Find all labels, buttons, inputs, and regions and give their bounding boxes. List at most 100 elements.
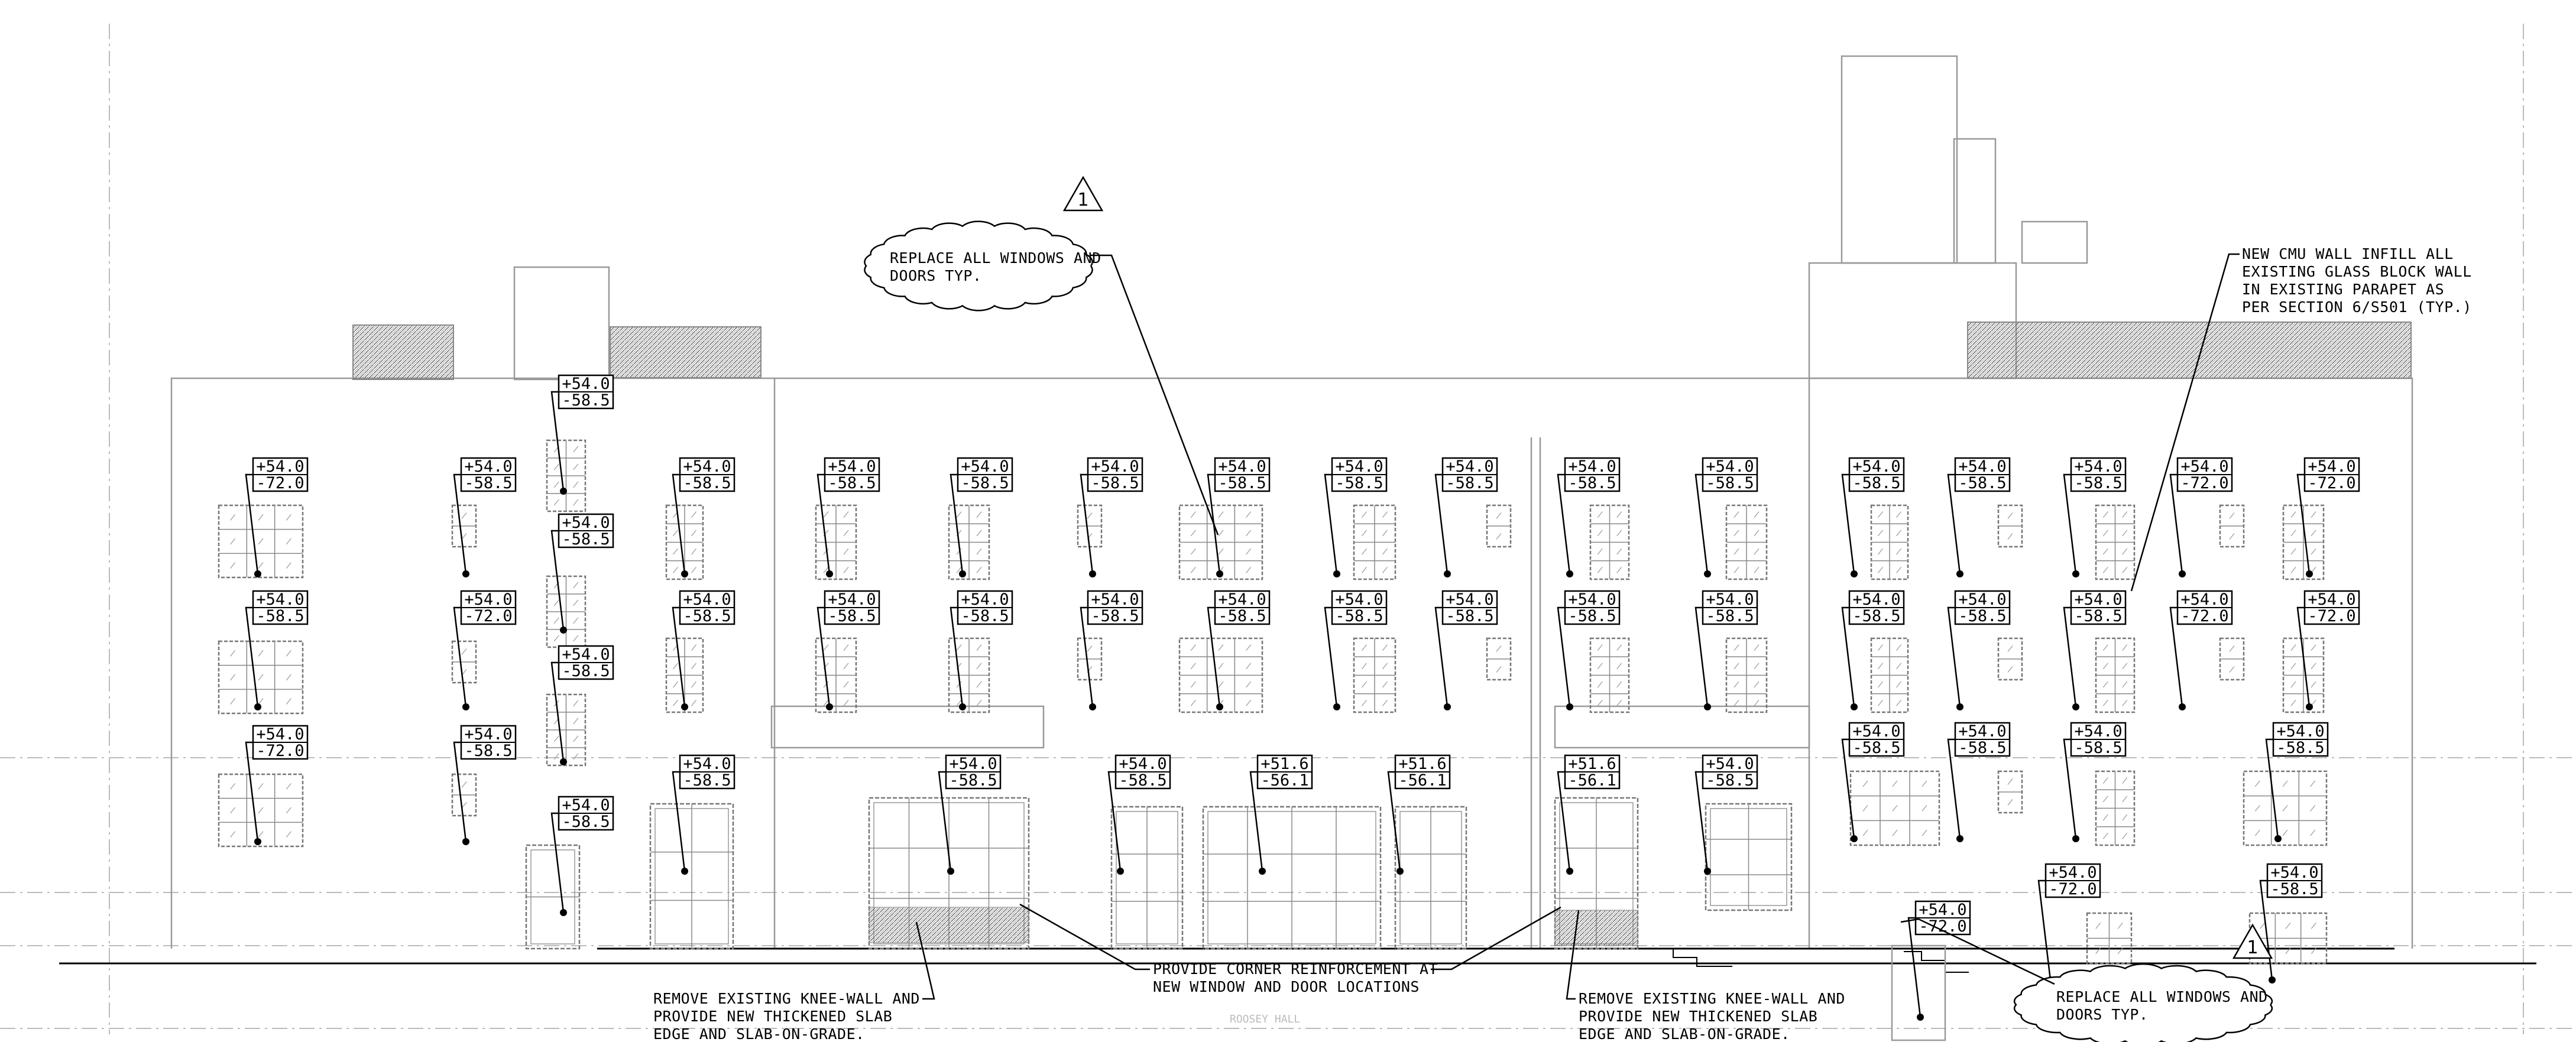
glass-mark [553,735,559,742]
knee-wall [869,907,1029,943]
leader-dot [1333,703,1340,710]
glass-mark [2122,833,2128,839]
glass-mark [1190,700,1196,706]
glass-mark [823,700,829,706]
glass-mark [2229,666,2235,673]
window [1178,637,1263,713]
pressure-tag: +54.0-72.0 [2044,863,2101,898]
tag-positive-value: +54.0 [1119,755,1167,773]
glass-mark [1862,829,1868,836]
tag-positive-value: +54.0 [256,590,304,609]
tag-leader [2063,738,2077,839]
tag-positive-value: +54.0 [562,645,610,664]
glass-mark [1754,663,1760,670]
tag-negative-value: -58.5 [1568,474,1616,492]
glass-mark [2260,922,2266,929]
glass-mark [286,650,291,657]
glass-mark [2290,663,2296,670]
glass-block-band [352,324,454,380]
glass-mark [2254,805,2260,811]
pressure-tag: +54.0-58.5 [2266,863,2323,898]
tag-positive-value: +54.0 [1446,590,1493,609]
glass-mark [2310,829,2316,836]
tag-positive-value: +54.0 [683,457,731,476]
glass-mark [553,635,559,642]
glass-mark [258,674,264,681]
glass-mark [691,530,696,537]
tag-leader [2296,606,2311,707]
tag-negative-value: -58.5 [2074,474,2122,492]
tag-negative-value: -58.5 [1218,474,1266,492]
tag-leader [1434,473,1449,574]
tag-leader [550,530,565,631]
tag-leader [550,391,565,492]
note-replace-windows-top: DOORS TYP. [890,267,982,284]
tag-negative-value: -72.0 [2049,880,2097,898]
storefront [1202,806,1382,950]
tag-leader [950,473,964,574]
glass-mark [258,698,264,705]
pressure-tag: +54.0-72.0 [2303,457,2360,492]
window [1870,504,1909,580]
tag-leader [2037,879,2052,981]
glass-mark [2290,681,2296,688]
leader-dot [1851,703,1858,710]
pressure-tag: +54.0-72.0 [2176,457,2233,492]
tag-negative-value: -58.5 [256,607,304,625]
pressure-tag: +54.0-58.5 [1564,590,1621,625]
tag-negative-value: -58.5 [1958,739,2006,757]
tag-leader [1324,606,1338,707]
tag-negative-value: -58.5 [961,474,1009,492]
glass-mark [1878,700,1883,706]
tag-positive-value: +54.0 [464,590,512,609]
glass-mark [843,530,849,537]
glass-mark [230,674,236,681]
tag-positive-value: +54.0 [828,457,876,476]
tag-negative-value: -58.5 [949,771,997,790]
glass-mark [1218,681,1224,688]
note-cmu-infill: IN EXISTING PARAPET AS [2242,281,2444,298]
tag-leader [1694,771,1709,872]
glass-mark [573,463,579,470]
glass-mark [1190,567,1196,573]
glass-mark [1878,644,1883,651]
tag-leader [1557,606,1571,707]
glass-mark [230,514,236,521]
note-cmu-infill: EXISTING GLASS BLOCK WALL [2242,263,2472,280]
tag-leader [672,771,686,872]
tag-positive-value: +54.0 [464,725,512,744]
window [1353,504,1396,580]
glass-mark [823,511,829,518]
window [2243,770,2328,846]
glass-mark [2102,567,2108,573]
glass-block-band [610,326,762,378]
leader-dot [254,570,261,577]
glass-mark [461,781,467,788]
pressure-tag: +54.0-58.5 [2070,457,2127,492]
tag-negative-value: -58.5 [1335,607,1383,625]
pressure-tag: +54.0-72.0 [252,457,309,492]
tag-negative-value: -58.5 [1218,607,1266,625]
glass-mark [286,807,291,814]
tag-positive-value: +54.0 [1958,590,2006,609]
glass-mark [1878,681,1883,688]
glass-mark [1733,644,1739,651]
glass-mark [976,511,982,518]
pressure-tag: +54.0-58.5 [1441,590,1498,625]
leader-dot [947,868,954,875]
tag-leader [2169,473,2183,574]
glass-mark [573,599,579,606]
glass-mark [2229,645,2235,652]
tag-negative-value: -58.5 [464,474,512,492]
glass-mark [1496,533,1502,540]
note-knee-wall-right: REMOVE EXISTING KNEE-WALL AND [1579,990,1845,1007]
glass-mark [673,567,678,573]
pressure-tag: +54.0-58.5 [558,513,614,548]
parapet-glass-block [352,322,2412,380]
note-leader [1900,918,2055,985]
glass-mark [1218,511,1224,518]
glass-mark [1597,644,1603,651]
window [2095,637,2136,713]
tag-leader [672,606,686,707]
window-frame [218,773,304,848]
